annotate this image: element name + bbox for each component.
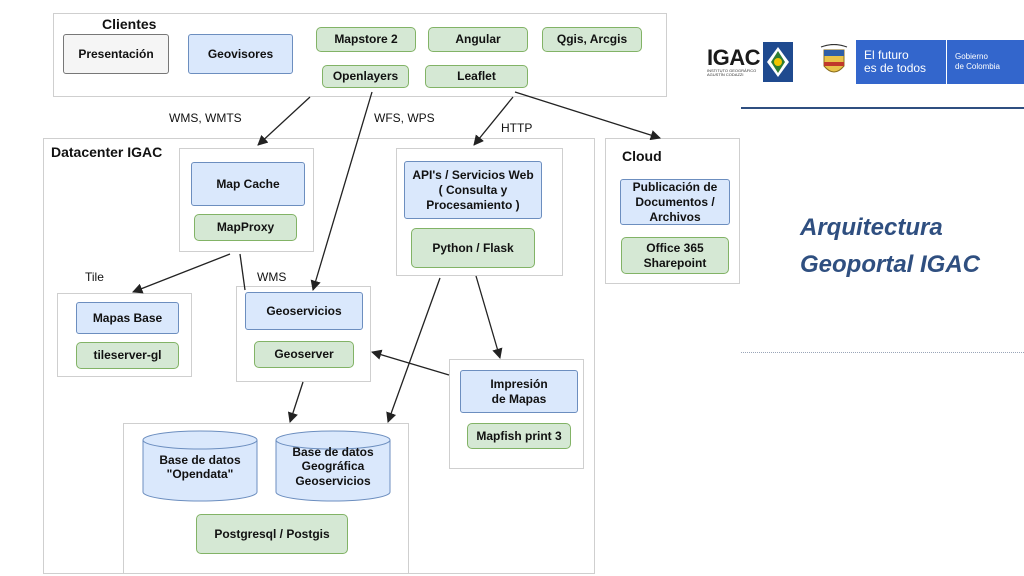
cloud-label: Cloud — [622, 148, 662, 164]
side-title-line1: Arquitectura — [800, 214, 943, 241]
angular-box: Angular — [428, 27, 528, 52]
geoservicios-box: Geoservicios — [245, 292, 363, 330]
db-geo-cylinder: Base de datos Geográfica Geoservicios — [275, 430, 391, 502]
apis-box: API's / Servicios Web ( Consulta y Proce… — [404, 161, 542, 219]
edge-python-print — [475, 275, 503, 359]
mapfish-box: Mapfish print 3 — [467, 423, 571, 449]
geoserver-box: Geoserver — [254, 341, 354, 368]
gov-name: Gobierno de Colombia — [955, 52, 1000, 71]
publicacion-box: Publicación de Documentos / Archivos — [620, 179, 730, 225]
leaflet-box: Leaflet — [425, 65, 528, 88]
igac-emblem-icon — [763, 42, 793, 82]
db-opendata-label: Base de datos "Opendata" — [159, 453, 241, 482]
side-title: Arquitectura Geoportal IGAC — [800, 209, 980, 283]
label-wms: WMS — [257, 270, 287, 284]
mapproxy-box: MapProxy — [194, 214, 297, 241]
tileserver-box: tileserver-gl — [76, 342, 179, 369]
gobierno-logo: El futuro es de todos Gobierno de Colomb… — [812, 40, 1024, 84]
db-geo-label: Base de datos Geográfica Geoservicios — [292, 445, 374, 488]
office-box: Office 365 Sharepoint — [621, 237, 729, 274]
igac-logo: IGAC INSTITUTO GEOGRÁFICO AGUSTÍN CODAZZ… — [707, 40, 797, 84]
postgres-box: Postgresql / Postgis — [196, 514, 348, 554]
cylinder-icon — [142, 430, 258, 502]
edge-wms-wmts — [257, 96, 311, 146]
clientes-label: Clientes — [102, 16, 157, 32]
edge-tile — [132, 253, 231, 294]
python-flask-box: Python / Flask — [411, 228, 535, 268]
edge-python-db — [386, 277, 441, 423]
edge-cloud — [514, 91, 661, 141]
mapstore-box: Mapstore 2 — [316, 27, 416, 52]
label-wms-wmts: WMS, WMTS — [169, 111, 242, 125]
edge-print-geoserver — [371, 349, 450, 376]
mapas-base-box: Mapas Base — [76, 302, 179, 334]
label-wfs-wps: WFS, WPS — [374, 111, 435, 125]
presentacion-box: Presentación — [63, 34, 169, 74]
header-rule — [741, 107, 1024, 109]
openlayers-box: Openlayers — [322, 65, 409, 88]
cylinder-icon — [275, 430, 391, 502]
datacenter-label: Datacenter IGAC — [51, 144, 163, 160]
edge-geoservicios-db — [287, 381, 304, 423]
map-cache-box: Map Cache — [191, 162, 305, 206]
label-http: HTTP — [501, 121, 533, 135]
db-opendata-cylinder: Base de datos "Opendata" — [142, 430, 258, 502]
gov-slogan: El futuro es de todos — [864, 47, 927, 75]
igac-logo-subtext: INSTITUTO GEOGRÁFICO AGUSTÍN CODAZZI — [707, 67, 757, 77]
edge-wms — [239, 253, 246, 291]
label-tile: Tile — [85, 270, 104, 284]
coat-of-arms-icon — [820, 44, 848, 73]
side-title-line2: Geoportal IGAC — [800, 251, 981, 279]
edge-wfs-wps — [310, 91, 373, 291]
edge-http — [473, 96, 514, 146]
impresion-box: Impresión de Mapas — [460, 370, 578, 413]
geovisores-box: Geovisores — [188, 34, 293, 74]
dotted-divider — [741, 352, 1024, 353]
qgis-box: Qgis, Arcgis — [542, 27, 642, 52]
igac-logo-text: IGAC — [707, 44, 761, 70]
